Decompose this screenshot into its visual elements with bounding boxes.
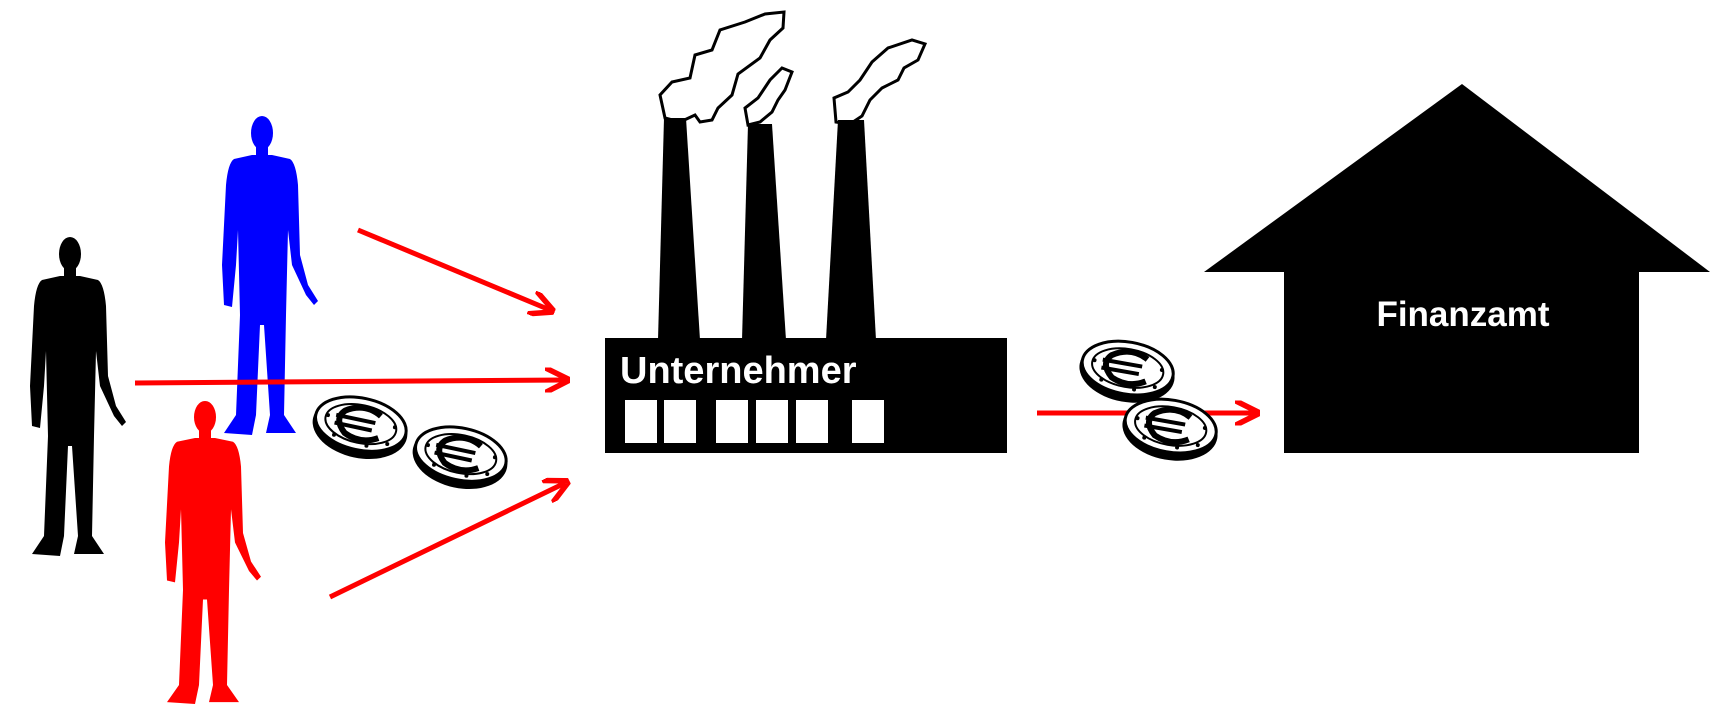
smoke-cloud bbox=[832, 38, 928, 126]
factory-icon: Unternehmer bbox=[605, 10, 1007, 453]
euro-coin-icon bbox=[1118, 392, 1223, 468]
person-red-icon bbox=[165, 400, 261, 704]
chimney bbox=[826, 120, 876, 340]
person-black-icon bbox=[30, 237, 126, 556]
person-blue-icon bbox=[222, 116, 318, 435]
factory-window bbox=[664, 400, 696, 443]
factory-window bbox=[716, 400, 748, 443]
factory-window bbox=[625, 400, 657, 443]
company-label: Unternehmer bbox=[620, 350, 857, 392]
factory-window bbox=[756, 400, 788, 443]
euro-coin-icon bbox=[307, 389, 413, 468]
house-body bbox=[1284, 270, 1639, 453]
chimney bbox=[658, 118, 700, 340]
factory-window bbox=[852, 400, 884, 443]
arrow-black-to-company bbox=[134, 380, 565, 383]
arrow-red-to-company bbox=[328, 483, 565, 600]
arrow-blue-to-company bbox=[357, 227, 550, 310]
tax-office-label: Finanzamt bbox=[1376, 295, 1549, 334]
house-roof bbox=[1204, 84, 1710, 272]
smoke-cloud bbox=[658, 10, 786, 124]
chimney bbox=[742, 124, 786, 340]
smoke-cloud bbox=[743, 66, 794, 127]
euro-coin-icon bbox=[407, 419, 513, 498]
factory-window bbox=[796, 400, 828, 443]
house-icon: Finanzamt bbox=[1204, 84, 1710, 453]
